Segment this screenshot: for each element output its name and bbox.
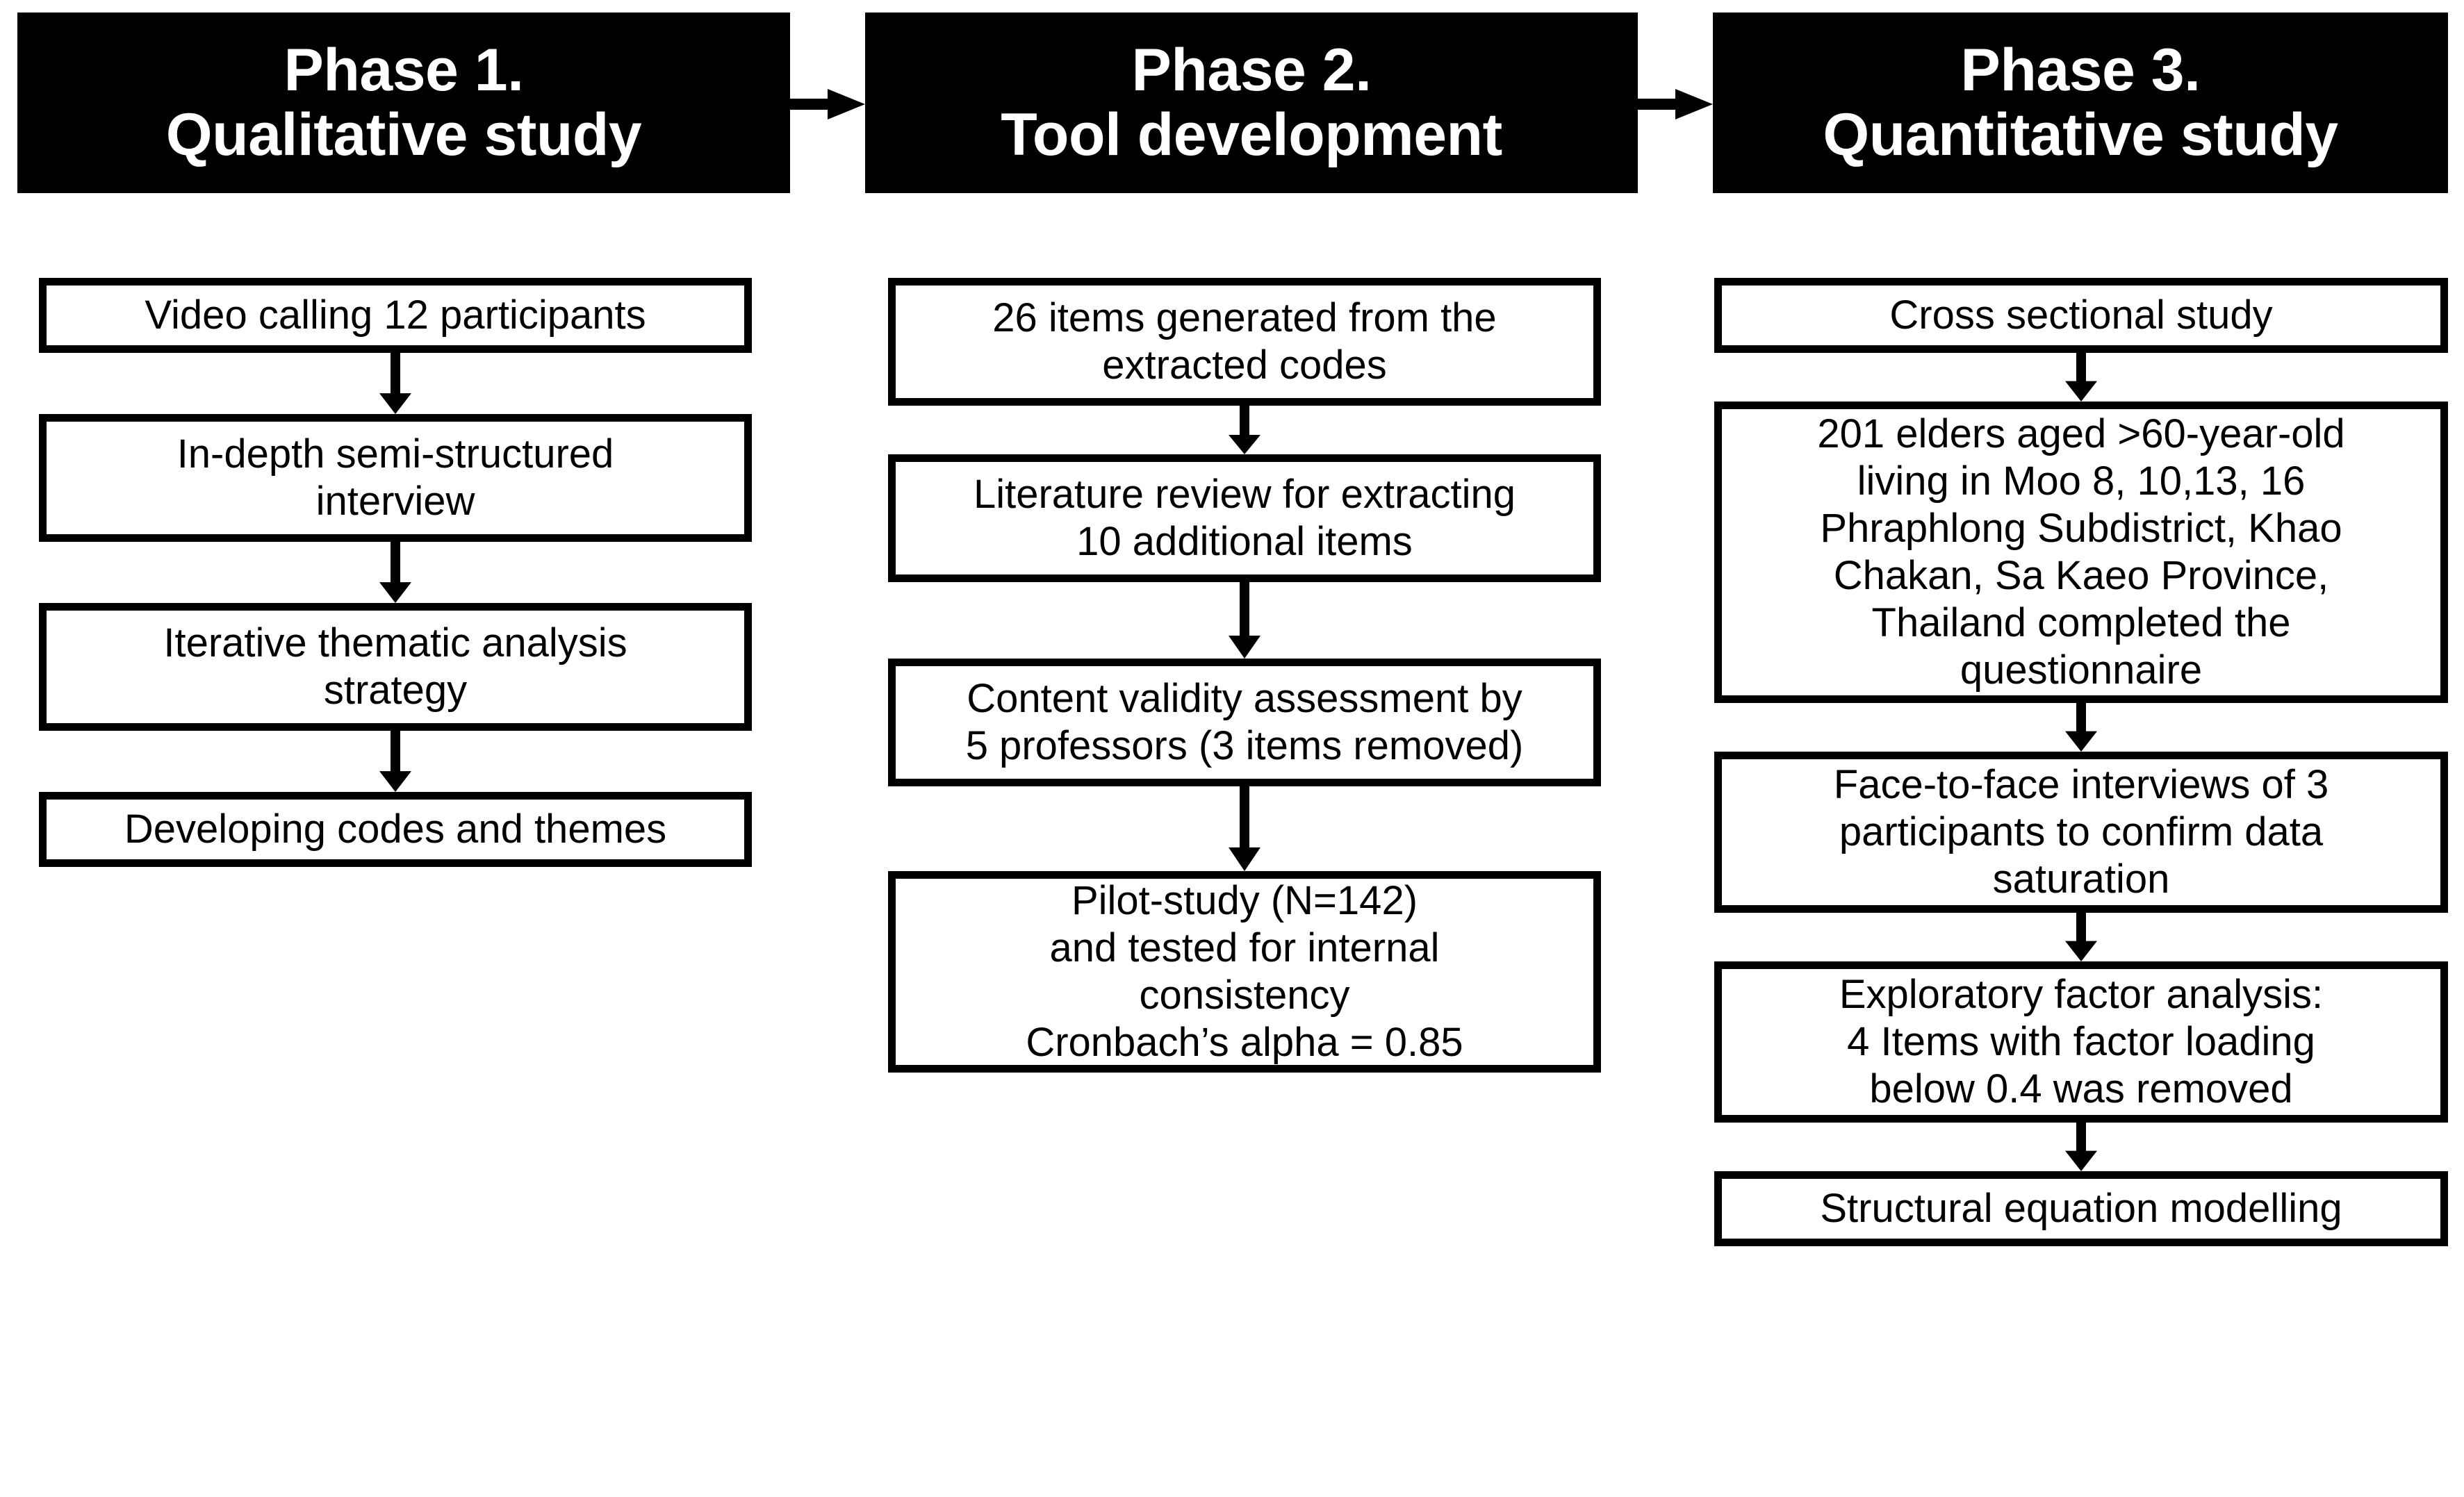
arrow-content-validity-to-pilot-study [888, 786, 1601, 871]
step-box-pilot-study: Pilot-study (N=142) and tested for inter… [888, 871, 1601, 1073]
step-box-cross-sectional-study: Cross sectional study [1714, 278, 2448, 353]
down-arrow-icon [2065, 1123, 2097, 1171]
phase-header-qualitative-study: Phase 1. Qualitative study [17, 13, 790, 193]
header-arrow-phase2-to-phase3 [1635, 89, 1713, 119]
step-box-developing-codes: Developing codes and themes [39, 792, 752, 867]
phase-2-title-line-1: Phase 2. [1131, 37, 1372, 104]
arrow-interview-to-thematic-analysis [39, 542, 752, 603]
step-box-video-calling: Video calling 12 participants [39, 278, 752, 353]
right-arrow-icon [1635, 89, 1713, 119]
phase-header-row: Phase 1. Qualitative study Phase 2. Tool… [0, 0, 2464, 201]
down-arrow-icon [379, 542, 411, 603]
step-label: 26 items generated from the extracted co… [992, 295, 1497, 388]
step-label: Face-to-face interviews of 3 participant… [1833, 762, 2329, 902]
step-box-content-validity: Content validity assessment by 5 profess… [888, 659, 1601, 786]
down-arrow-icon [379, 353, 411, 414]
arrow-thematic-analysis-to-codes [39, 731, 752, 792]
step-box-structural-equation-modelling: Structural equation modelling [1714, 1171, 2448, 1246]
down-arrow-icon [1229, 406, 1260, 454]
down-arrow-icon [1229, 786, 1260, 871]
header-arrow-phase1-to-phase2 [787, 89, 865, 119]
phase-header-quantitative-study: Phase 3. Quantitative study [1713, 13, 2448, 193]
step-label: In-depth semi-structured interview [176, 431, 614, 524]
right-arrow-icon [787, 89, 865, 119]
step-label: Cross sectional study [1889, 292, 2273, 338]
arrow-elders-sample-to-face-to-face [1714, 703, 2448, 752]
step-label: Exploratory factor analysis: 4 Items wit… [1839, 972, 2324, 1111]
arrow-literature-review-to-content-validity [888, 582, 1601, 659]
step-box-elders-sample: 201 elders aged >60-year-old living in M… [1714, 402, 2448, 703]
phase-3-title-line-1: Phase 3. [1960, 37, 2201, 104]
down-arrow-icon [1229, 582, 1260, 659]
step-box-thematic-analysis: Iterative thematic analysis strategy [39, 603, 752, 731]
step-label: Developing codes and themes [124, 807, 667, 852]
step-label: Pilot-study (N=142) and tested for inter… [1026, 878, 1463, 1065]
phase-3-title-line-2: Quantitative study [1823, 101, 2338, 168]
arrow-cross-sectional-to-elders-sample [1714, 353, 2448, 402]
arrow-video-calling-to-interview [39, 353, 752, 414]
phase-1-step-column: Video calling 12 participants In-depth s… [39, 278, 752, 867]
arrow-face-to-face-to-exploratory-factor [1714, 913, 2448, 961]
down-arrow-icon [2065, 703, 2097, 752]
phase-1-title-line-2: Qualitative study [165, 101, 642, 168]
step-label: Iterative thematic analysis strategy [163, 620, 627, 713]
phase-3-step-column: Cross sectional study 201 elders aged >6… [1714, 278, 2448, 1246]
arrow-items-to-literature-review [888, 406, 1601, 454]
step-label: 201 elders aged >60-year-old living in M… [1817, 411, 2345, 693]
step-box-exploratory-factor-analysis: Exploratory factor analysis: 4 Items wit… [1714, 961, 2448, 1123]
step-label: Structural equation modelling [1820, 1186, 2342, 1232]
step-label: Content validity assessment by 5 profess… [965, 676, 1524, 768]
down-arrow-icon [2065, 353, 2097, 402]
phase-header-tool-development: Phase 2. Tool development [865, 13, 1638, 193]
step-label: Literature review for extracting 10 addi… [973, 472, 1516, 564]
arrow-exploratory-factor-to-sem [1714, 1123, 2448, 1171]
phase-1-title-line-1: Phase 1. [284, 37, 525, 104]
step-box-literature-review: Literature review for extracting 10 addi… [888, 454, 1601, 582]
phase-2-step-column: 26 items generated from the extracted co… [888, 278, 1601, 1073]
phase-2-title-line-2: Tool development [1001, 101, 1502, 168]
step-label: Video calling 12 participants [145, 292, 646, 338]
down-arrow-icon [379, 731, 411, 792]
step-box-items-generated: 26 items generated from the extracted co… [888, 278, 1601, 406]
step-box-face-to-face-interviews: Face-to-face interviews of 3 participant… [1714, 752, 2448, 913]
step-box-in-depth-interview: In-depth semi-structured interview [39, 414, 752, 542]
down-arrow-icon [2065, 913, 2097, 961]
